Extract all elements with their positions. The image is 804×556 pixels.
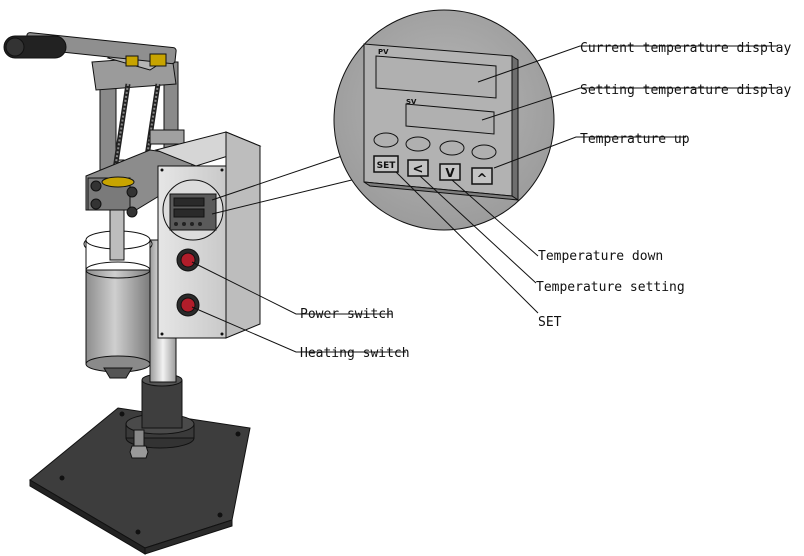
label-temperature-setting: Temperature setting <box>536 280 685 295</box>
control-box <box>154 131 262 339</box>
label-set: SET <box>538 315 562 330</box>
base-plate <box>29 407 251 555</box>
set-key[interactable]: SET <box>373 155 399 173</box>
label-temperature-up: Temperature up <box>580 132 690 147</box>
label-setting-temperature-display: Setting temperature display <box>580 83 791 98</box>
sv-label: SV <box>406 98 417 106</box>
label-current-temperature-display: Current temperature display <box>580 41 791 56</box>
pv-label: PV <box>378 48 389 56</box>
heating-button[interactable] <box>180 297 196 313</box>
lever-assembly <box>3 32 193 218</box>
down-key[interactable]: V <box>439 163 461 181</box>
down-arrow-icon: V <box>445 166 455 180</box>
up-arrow-icon: ^ <box>477 172 488 187</box>
up-key[interactable]: ^ <box>471 167 493 187</box>
label-heating-switch: Heating switch <box>300 346 410 361</box>
label-power-switch: Power switch <box>300 307 394 322</box>
label-temperature-down: Temperature down <box>538 249 663 264</box>
set-key-label: SET <box>377 161 397 171</box>
callout-lines <box>191 45 778 353</box>
zoom-connectors <box>211 155 361 215</box>
power-button[interactable] <box>180 252 196 268</box>
controller-zoom: PV SV SET < V ^ <box>333 9 555 231</box>
left-arrow-icon: < <box>413 162 424 177</box>
left-key[interactable]: < <box>407 159 429 177</box>
